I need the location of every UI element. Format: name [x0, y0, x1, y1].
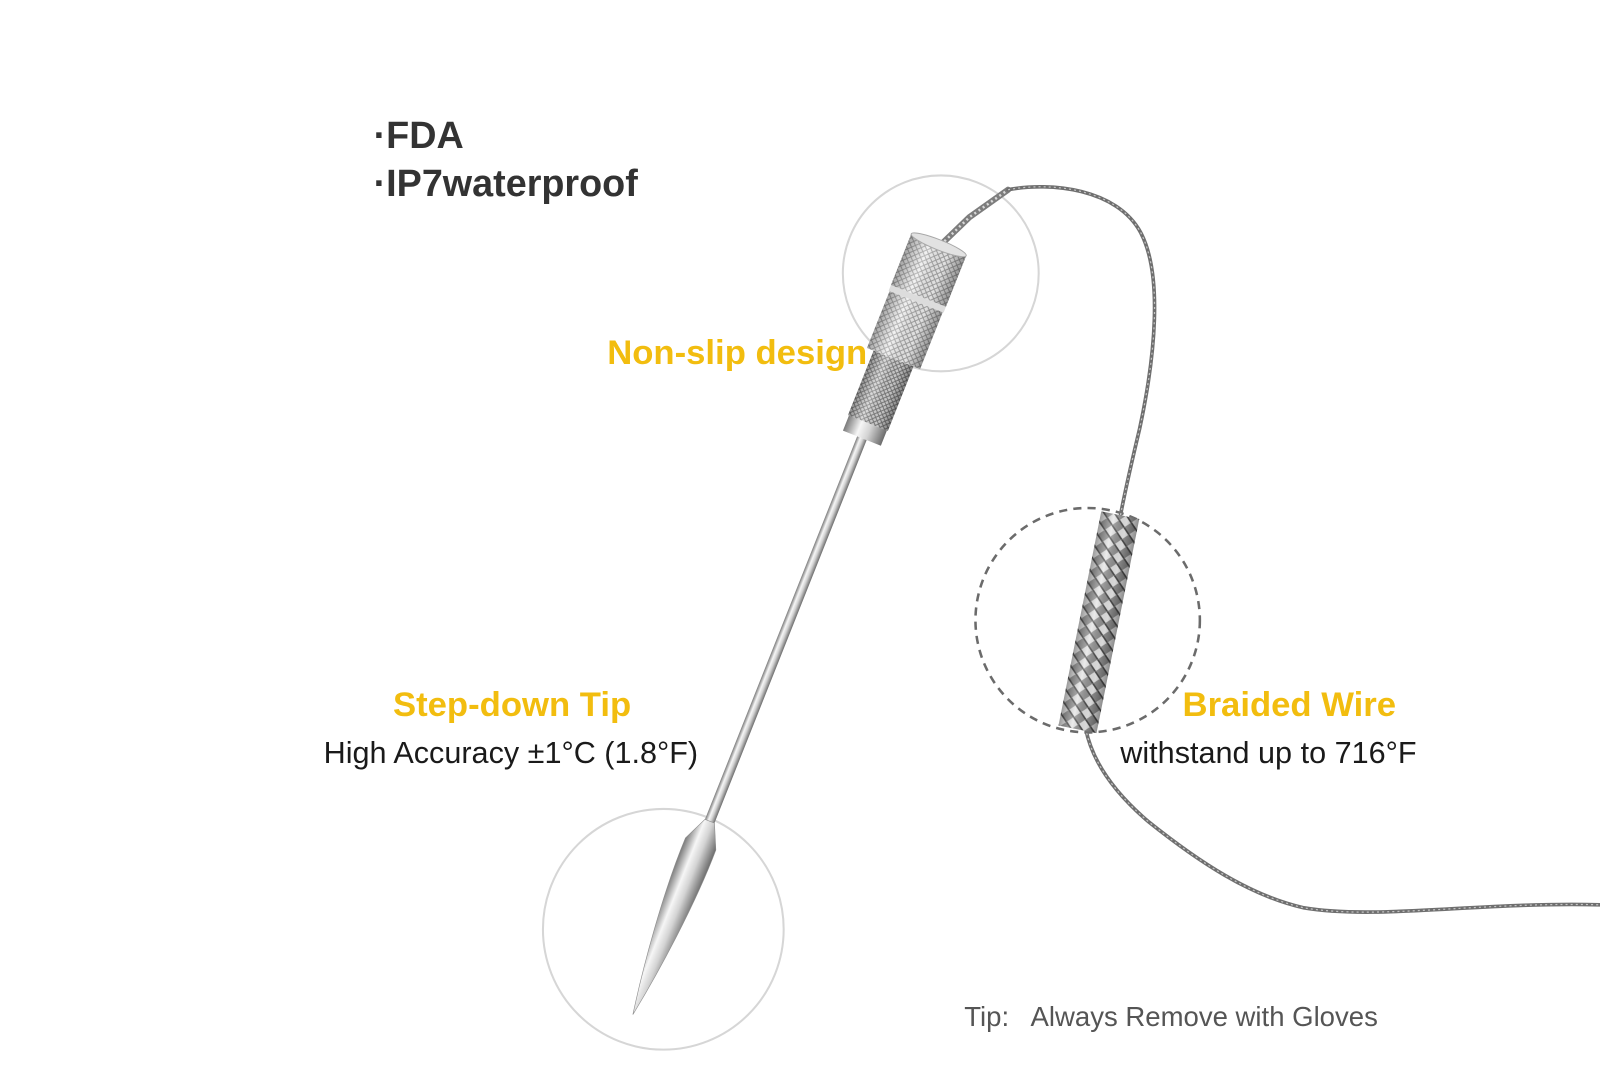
probe: [632, 232, 967, 1015]
callout-step-down-tip-title: Step-down Tip: [393, 686, 631, 724]
note-label: Tip:: [964, 1001, 1009, 1032]
feature-waterproof: ·IP7waterproof: [374, 162, 639, 204]
note-text: Always Remove with Gloves: [1031, 1001, 1378, 1032]
probe-rod: [704, 436, 867, 825]
probe-tip: [632, 818, 717, 1015]
braided-wire-segment: [1058, 511, 1140, 734]
callout-braided-wire-title: Braided Wire: [1183, 686, 1397, 724]
feature-fda: ·FDA: [374, 114, 464, 156]
probe-wire: [937, 184, 1600, 914]
probe-handle: [842, 232, 967, 446]
callout-step-down-tip-detail: High Accuracy ±1°C (1.8°F): [324, 736, 699, 770]
callout-braided-wire-detail: withstand up to 716°F: [1119, 736, 1416, 770]
callout-non-slip-title: Non-slip design: [607, 334, 867, 372]
